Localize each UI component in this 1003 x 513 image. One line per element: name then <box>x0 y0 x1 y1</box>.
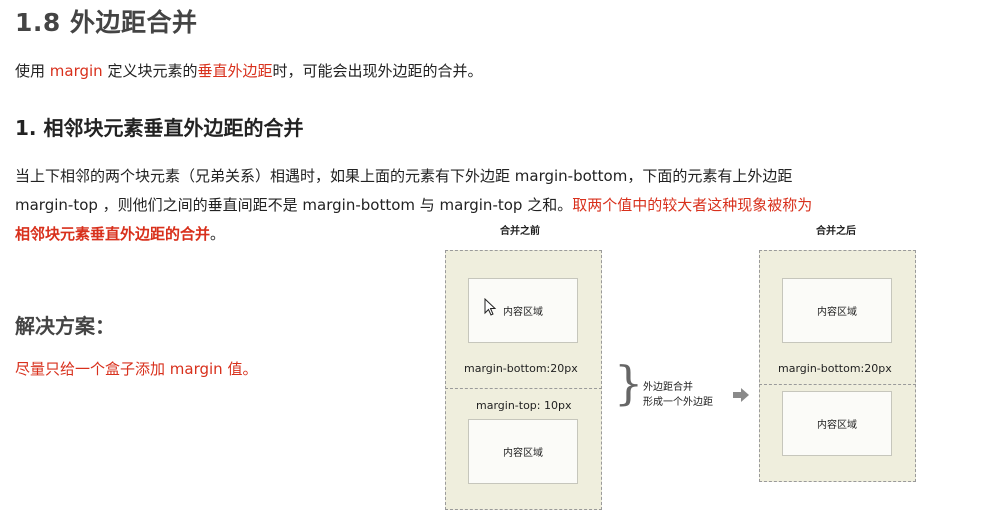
intro-code-margin: margin <box>49 62 103 80</box>
solution-title: 解决方案： <box>15 314 115 338</box>
before-top-content-box: 内容区域 <box>468 278 578 343</box>
content-label: 内容区域 <box>817 307 857 318</box>
explanation-paragraph: 当上下相邻的两个块元素（兄弟关系）相遇时，如果上面的元素有下外边距 margin… <box>15 162 815 249</box>
paragraph-text-1: 当上下相邻的两个块元素（兄弟关系）相遇时，如果上面的元素有下外边距 margin… <box>15 167 793 214</box>
after-label: 合并之后 <box>816 226 856 237</box>
before-bottom-content-box: 内容区域 <box>468 419 578 484</box>
intro-highlight: 垂直外边距 <box>197 62 273 80</box>
intro-part-2: 定义块元素的 <box>102 62 198 80</box>
page-title: 1.8 外边距合并 <box>15 8 198 37</box>
after-divider <box>759 384 916 385</box>
before-margin-top-label: margin-top: 10px <box>476 399 572 412</box>
content-label: 内容区域 <box>503 448 543 459</box>
before-divider <box>445 388 602 389</box>
after-bottom-content-box: 内容区域 <box>782 391 892 456</box>
arrow-right-icon <box>733 388 749 402</box>
annotation-line-1: 外边距合并 <box>643 382 693 393</box>
mouse-pointer-icon <box>484 298 497 316</box>
merge-annotation: 外边距合并 形成一个外边距 <box>643 380 713 410</box>
solution-text: 尽量只给一个盒子添加 margin 值。 <box>15 360 258 378</box>
annotation-line-2: 形成一个外边距 <box>643 397 713 408</box>
before-label: 合并之前 <box>500 226 540 237</box>
before-margin-bottom-label: margin-bottom:20px <box>464 362 578 375</box>
paragraph-period: 。 <box>210 225 226 243</box>
section-title: 1. 相邻块元素垂直外边距的合并 <box>15 116 304 140</box>
after-top-content-box: 内容区域 <box>782 278 892 343</box>
paragraph-text-2: 取两个值中的较大者这种现象被称为 <box>572 196 813 214</box>
intro-part-3: 时，可能会出现外边距的合并。 <box>272 62 483 80</box>
content-label: 内容区域 <box>503 307 543 318</box>
intro-part-1: 使用 <box>15 62 50 80</box>
right-brace-icon: } <box>614 356 644 410</box>
paragraph-emphasis: 相邻块元素垂直外边距的合并 <box>15 225 211 243</box>
intro-text: 使用 margin 定义块元素的垂直外边距时，可能会出现外边距的合并。 <box>15 60 483 81</box>
after-margin-bottom-label: margin-bottom:20px <box>778 362 892 375</box>
content-label: 内容区域 <box>817 420 857 431</box>
